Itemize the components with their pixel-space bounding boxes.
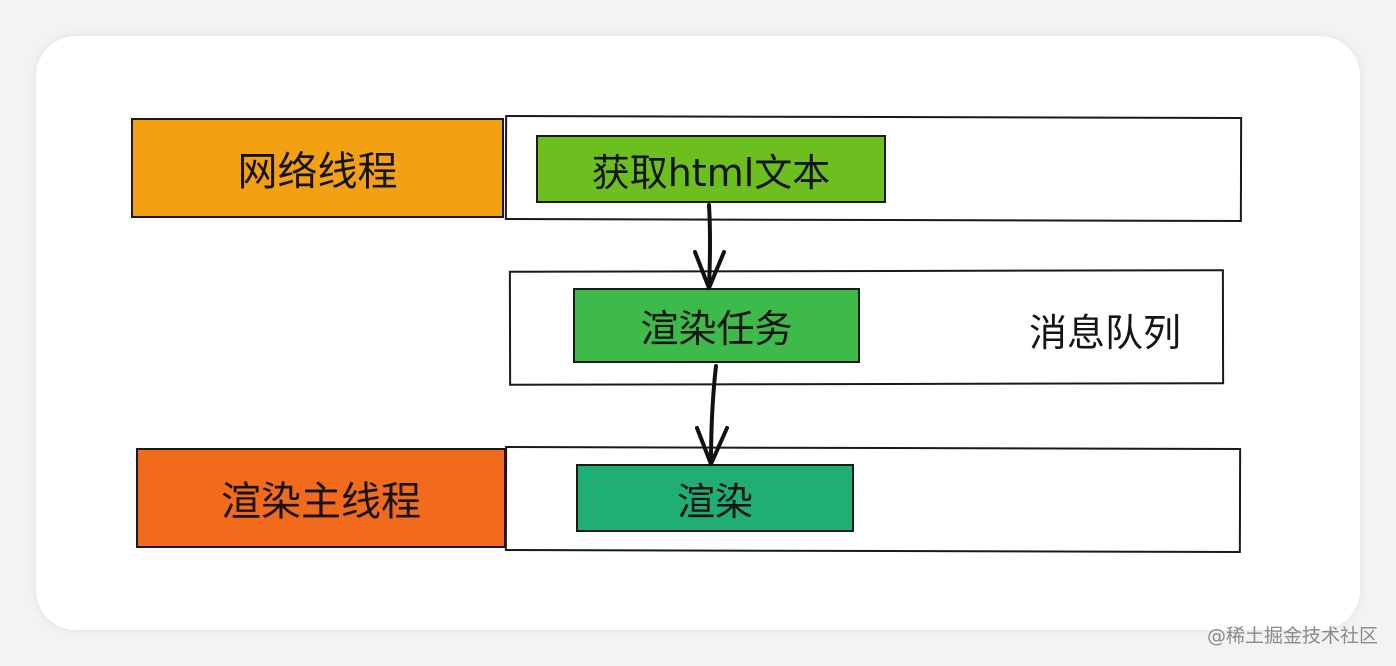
message-queue-label: 消息队列 — [1029, 311, 1182, 355]
render-task-item-text: 渲染任务 — [640, 307, 793, 351]
render-thread-label: 渲染主线程 — [136, 448, 506, 548]
network-thread-text: 网络线程 — [237, 149, 398, 195]
fetch-html-task: 获取html文本 — [536, 135, 886, 203]
render-step: 渲染 — [576, 464, 854, 532]
network-thread-label: 网络线程 — [131, 118, 504, 218]
fetch-html-task-text: 获取html文本 — [591, 150, 831, 195]
render-step-text: 渲染 — [676, 479, 753, 524]
watermark: @稀土掘金技术社区 — [1206, 625, 1378, 647]
render-thread-text: 渲染主线程 — [221, 479, 421, 525]
render-task-item: 渲染任务 — [573, 288, 860, 363]
